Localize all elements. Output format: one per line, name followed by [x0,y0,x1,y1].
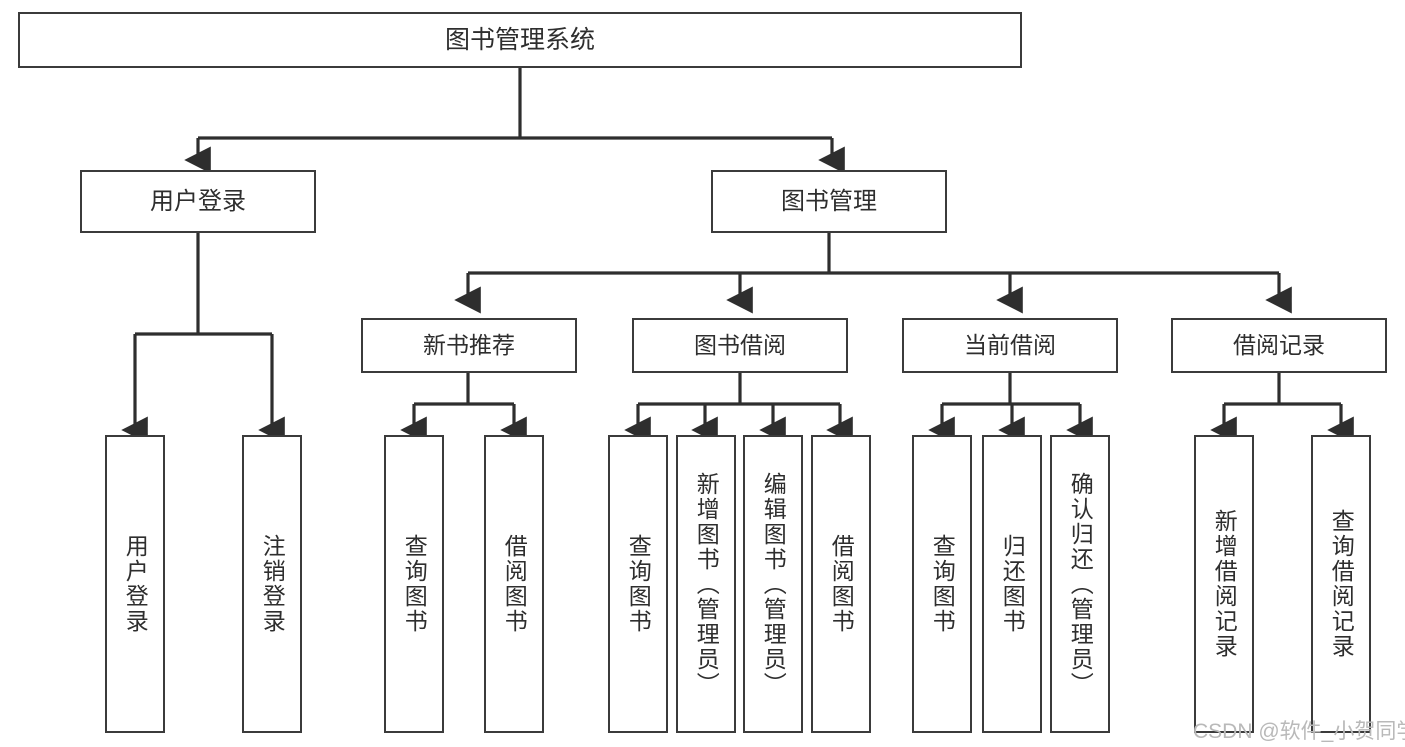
node-label: 新增图书（管理员） [693,471,720,697]
leaf-query-borrow-record[interactable]: 查询借阅记录 [1311,435,1371,733]
leaf-add-borrow-record[interactable]: 新增借阅记录 [1194,435,1254,733]
node-book-manage[interactable]: 图书管理 [711,170,947,233]
node-label: 查询借阅记录 [1328,509,1355,659]
leaf-return-book[interactable]: 归还图书 [982,435,1042,733]
leaf-borrow-book-recommend[interactable]: 借阅图书 [484,435,544,733]
leaf-add-book-admin[interactable]: 新增图书（管理员） [676,435,736,733]
node-user-login[interactable]: 用户登录 [80,170,316,233]
node-label: 查询图书 [929,534,956,634]
node-borrow-record[interactable]: 借阅记录 [1171,318,1387,373]
node-label: 当前借阅 [964,332,1056,359]
leaf-query-book-borrow[interactable]: 查询图书 [608,435,668,733]
leaf-user-login[interactable]: 用户登录 [105,435,165,733]
node-label: 新增借阅记录 [1211,509,1238,659]
node-label: 编辑图书（管理员） [760,471,787,697]
leaf-query-book-recommend[interactable]: 查询图书 [384,435,444,733]
node-label: 查询图书 [401,534,428,634]
node-label: 归还图书 [999,534,1026,634]
leaf-user-logout[interactable]: 注销登录 [242,435,302,733]
csdn-watermark: CSDN @软件_小贺同学 [1193,720,1405,743]
node-label: 图书管理 [781,187,877,215]
node-label: 用户登录 [122,534,149,634]
node-label: 确认归还（管理员） [1067,471,1094,697]
node-label: 注销登录 [259,534,286,634]
node-label: 新书推荐 [423,332,515,359]
node-label: 借阅图书 [828,534,855,634]
node-current-borrow[interactable]: 当前借阅 [902,318,1118,373]
leaf-query-book-current[interactable]: 查询图书 [912,435,972,733]
node-book-borrow[interactable]: 图书借阅 [632,318,848,373]
node-new-book-rec[interactable]: 新书推荐 [361,318,577,373]
leaf-confirm-return-admin[interactable]: 确认归还（管理员） [1050,435,1110,733]
node-label: 借阅图书 [501,534,528,634]
node-label: 图书管理系统 [444,25,595,54]
leaf-edit-book-admin[interactable]: 编辑图书（管理员） [743,435,803,733]
node-label: 图书借阅 [694,332,786,359]
node-root-system[interactable]: 图书管理系统 [18,12,1022,68]
node-label: 用户登录 [150,187,246,215]
node-label: 查询图书 [625,534,652,634]
node-label: 借阅记录 [1233,332,1325,359]
leaf-borrow-book[interactable]: 借阅图书 [811,435,871,733]
